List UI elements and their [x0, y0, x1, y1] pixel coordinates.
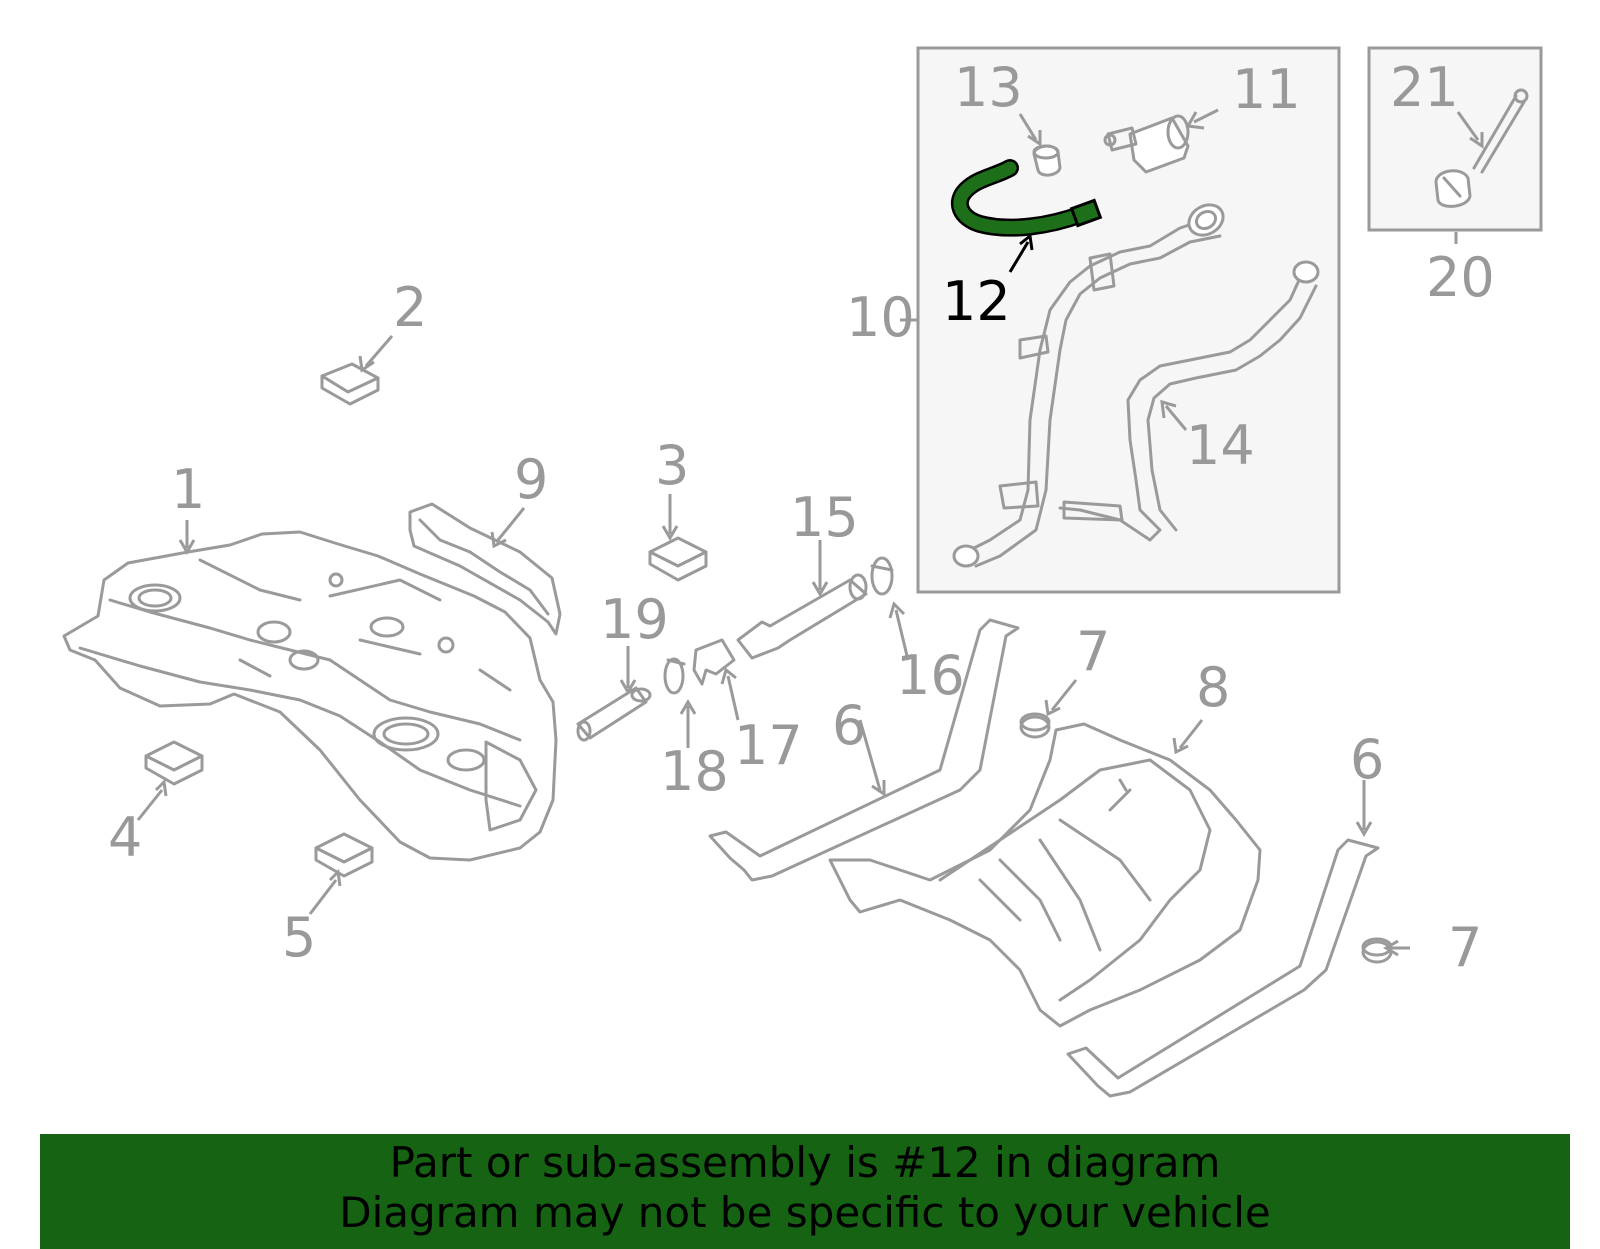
callout-18: 18	[660, 740, 729, 803]
info-banner: Part or sub-assembly is #12 in diagram D…	[40, 1134, 1570, 1249]
callout-3: 3	[655, 434, 689, 497]
banner-line-disclaimer: Diagram may not be specific to your vehi…	[339, 1188, 1271, 1237]
callout-15: 15	[790, 486, 859, 549]
vent-pipe-part-14[interactable]	[1058, 260, 1320, 542]
callout-13: 13	[954, 56, 1023, 119]
cap-part-20[interactable]	[1434, 169, 1472, 208]
callout-4: 4	[108, 806, 142, 869]
heat-shield-part-9[interactable]	[408, 502, 562, 636]
pad-part-2[interactable]	[320, 362, 380, 406]
callout-10: 10	[846, 286, 915, 349]
callout-2: 2	[393, 276, 427, 339]
hose-part-12-highlighted[interactable]	[950, 159, 1103, 237]
clamp-part-18[interactable]	[663, 657, 686, 695]
callout-8: 8	[1196, 656, 1230, 719]
callout-14: 14	[1186, 414, 1255, 477]
callout-7-bottom: 7	[1448, 916, 1482, 979]
nut-part-7-top[interactable]	[1019, 712, 1051, 739]
elbow-part-17[interactable]	[692, 638, 736, 686]
callout-12-highlighted: 12	[942, 270, 1011, 333]
callout-5: 5	[282, 906, 316, 969]
callout-6-right: 6	[1350, 728, 1384, 791]
callout-17: 17	[734, 714, 803, 777]
nut-part-7-bottom[interactable]	[1361, 937, 1393, 964]
banner-line-part-info: Part or sub-assembly is #12 in diagram	[389, 1138, 1221, 1187]
callout-9: 9	[514, 448, 548, 511]
filler-pipe-part-10[interactable]	[952, 199, 1229, 568]
callout-21: 21	[1390, 56, 1459, 119]
shield-part-8[interactable]	[828, 722, 1262, 1028]
hose-part-19[interactable]	[576, 686, 652, 742]
valve-part-11[interactable]	[1103, 114, 1190, 174]
pin-part-21[interactable]	[1472, 88, 1529, 174]
callout-1: 1	[171, 458, 205, 521]
callout-19: 19	[600, 588, 669, 651]
cap-part-13[interactable]	[1032, 144, 1062, 177]
tank-strap-part-6-right[interactable]	[1066, 838, 1380, 1098]
pad-part-4[interactable]	[144, 740, 204, 786]
callout-16: 16	[896, 644, 965, 707]
hose-part-15[interactable]	[736, 573, 868, 660]
pad-part-5[interactable]	[314, 832, 374, 878]
fuel-tank-part-1[interactable]	[62, 530, 558, 862]
pad-part-3[interactable]	[648, 536, 708, 582]
callout-11: 11	[1232, 58, 1301, 121]
callout-20: 20	[1426, 246, 1495, 309]
callout-7-top: 7	[1076, 620, 1110, 683]
tank-strap-part-6-left[interactable]	[708, 618, 1020, 882]
clamp-part-16[interactable]	[870, 556, 894, 596]
callout-6-left: 6	[832, 694, 866, 757]
leader-lines	[136, 108, 1484, 957]
